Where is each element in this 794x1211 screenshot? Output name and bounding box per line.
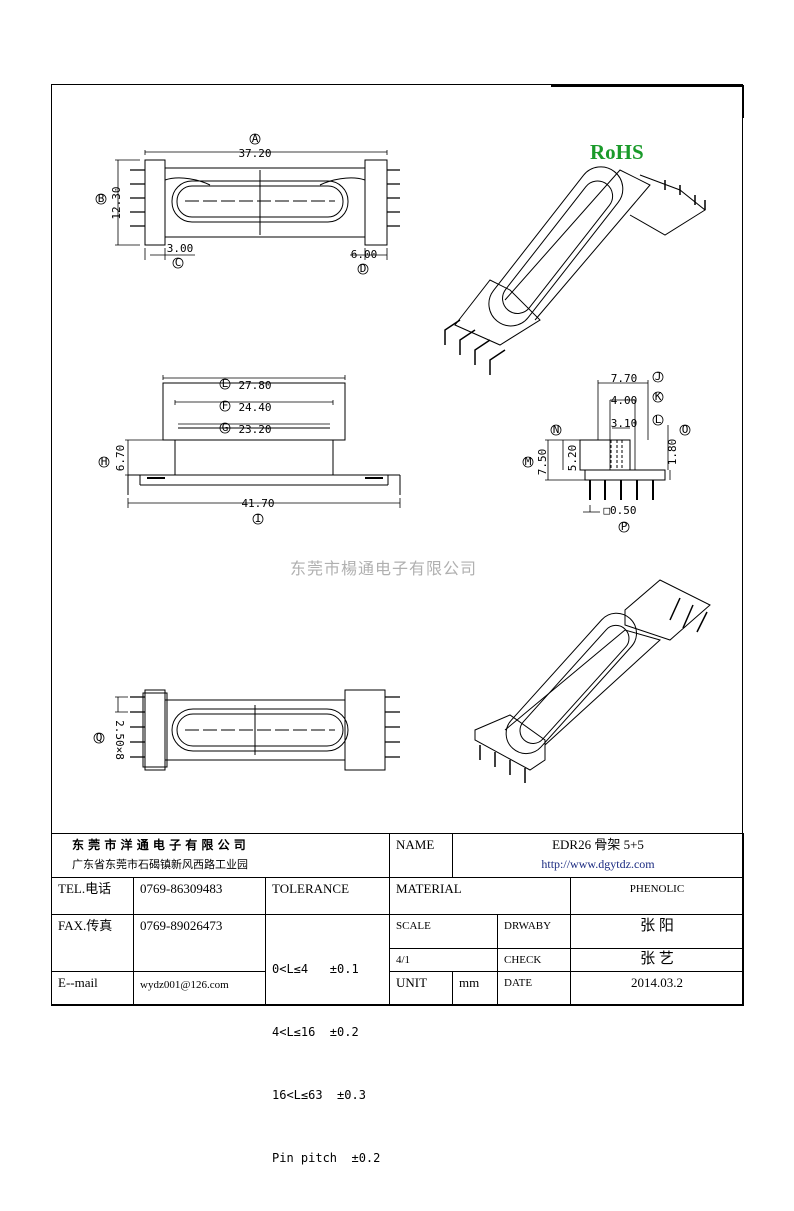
dim-I: 41.70 [241, 497, 274, 510]
isometric-view-bottom [474, 579, 711, 783]
dim-C-label: C [175, 256, 182, 269]
dim-O-label: O [682, 423, 689, 436]
side-view [522, 371, 691, 533]
dim-D-label: D [360, 262, 367, 275]
dim-Q: 2.50×8 [113, 720, 126, 760]
email-label: E--mail [51, 971, 134, 1006]
material-label: MATERIAL [389, 877, 571, 915]
dim-J-label: J [655, 370, 662, 383]
dim-E: 27.80 [238, 379, 271, 392]
dim-C: 3.00 [167, 242, 194, 255]
dim-G: 23.20 [238, 423, 271, 436]
dim-H-label: H [101, 455, 108, 468]
frame-corner-mark [551, 85, 744, 118]
date-label: DATE [497, 971, 571, 1006]
dim-G-label: G [222, 421, 229, 434]
check-value: 张 艺 [570, 948, 744, 972]
dim-P: □0.50 [603, 504, 636, 517]
technical-drawing: 37.20 A 12.30 B 3.00 C 6.00 D 27.80 E 24… [93, 132, 711, 783]
email-value: wydz001@126.com [133, 971, 266, 1006]
name-cell: EDR26 骨架 5+5 http://www.dgytdz.com [452, 833, 744, 878]
material-value: PHENOLIC [570, 877, 744, 915]
dim-I-label: I [255, 512, 262, 525]
dim-B-label: B [98, 192, 105, 205]
dim-L: 3.10 [611, 417, 638, 430]
front-view [98, 375, 401, 525]
dim-O: 1.80 [666, 439, 679, 466]
dim-A: 37.20 [238, 147, 271, 160]
dim-N: 5.20 [566, 445, 579, 472]
part-name: EDR26 骨架 5+5 [552, 837, 644, 852]
dim-Q-label: Q [96, 731, 103, 744]
check-label: CHECK [497, 948, 571, 972]
dim-K-label: K [655, 390, 662, 403]
dim-F-label: F [222, 399, 229, 412]
dim-B: 12.30 [110, 186, 123, 219]
unit-value: mm [452, 971, 498, 1006]
dim-L-label: L [655, 413, 662, 426]
dim-K: 4.00 [611, 394, 638, 407]
dim-N-label: N [553, 423, 560, 436]
tolerance-item: 0<L≤4 ±0.1 [272, 962, 359, 976]
dim-E-label: E [222, 377, 229, 390]
company-cell: 东 莞 市 洋 通 电 子 有 限 公 司 广东省东莞市石碣镇新风西路工业园 [51, 833, 390, 878]
dim-H: 6.70 [114, 445, 127, 472]
company-address: 广东省东莞市石碣镇新风西路工业园 [72, 858, 248, 871]
dim-D: 6.00 [351, 248, 378, 261]
tolerance-list: 0<L≤4 ±0.1 4<L≤16 ±0.2 16<L≤63 ±0.3 Pin … [265, 914, 390, 1165]
tolerance-item: 16<L≤63 ±0.3 [272, 1088, 366, 1102]
drawn-by-label: DRWABY [497, 914, 571, 949]
unit-label: UNIT [389, 971, 453, 1006]
fax-label: FAX.传真 [51, 914, 134, 972]
bottom-view [93, 689, 400, 771]
scale-label: SCALE [389, 914, 498, 949]
top-view [95, 133, 400, 275]
watermark: 东莞市楊通电子有限公司 [290, 559, 478, 578]
tolerance-item: Pin pitch ±0.2 [272, 1151, 381, 1165]
isometric-view-top [444, 166, 706, 375]
tolerance-item: 4<L≤16 ±0.2 [272, 1025, 359, 1039]
drawing-frame [51, 84, 743, 1005]
dim-A-label: A [252, 132, 259, 145]
dim-M: 7.50 [536, 449, 549, 476]
rohs-logo: RoHS [590, 140, 644, 164]
date-value: 2014.03.2 [570, 971, 744, 1006]
website-link[interactable]: http://www.dgytdz.com [541, 857, 655, 871]
dim-P-label: P [621, 520, 628, 533]
name-label: NAME [389, 833, 453, 878]
drawn-by-value: 张 阳 [570, 914, 744, 949]
tel-label: TEL.电话 [51, 877, 134, 915]
company-name: 东 莞 市 洋 通 电 子 有 限 公 司 [72, 838, 246, 852]
tel-value: 0769-86309483 [133, 877, 266, 915]
tolerance-label: TOLERANCE [265, 877, 390, 915]
dim-M-label: M [525, 455, 532, 468]
dim-F: 24.40 [238, 401, 271, 414]
scale-value: 4/1 [389, 948, 498, 972]
fax-value: 0769-89026473 [133, 914, 266, 972]
dim-J: 7.70 [611, 372, 638, 385]
